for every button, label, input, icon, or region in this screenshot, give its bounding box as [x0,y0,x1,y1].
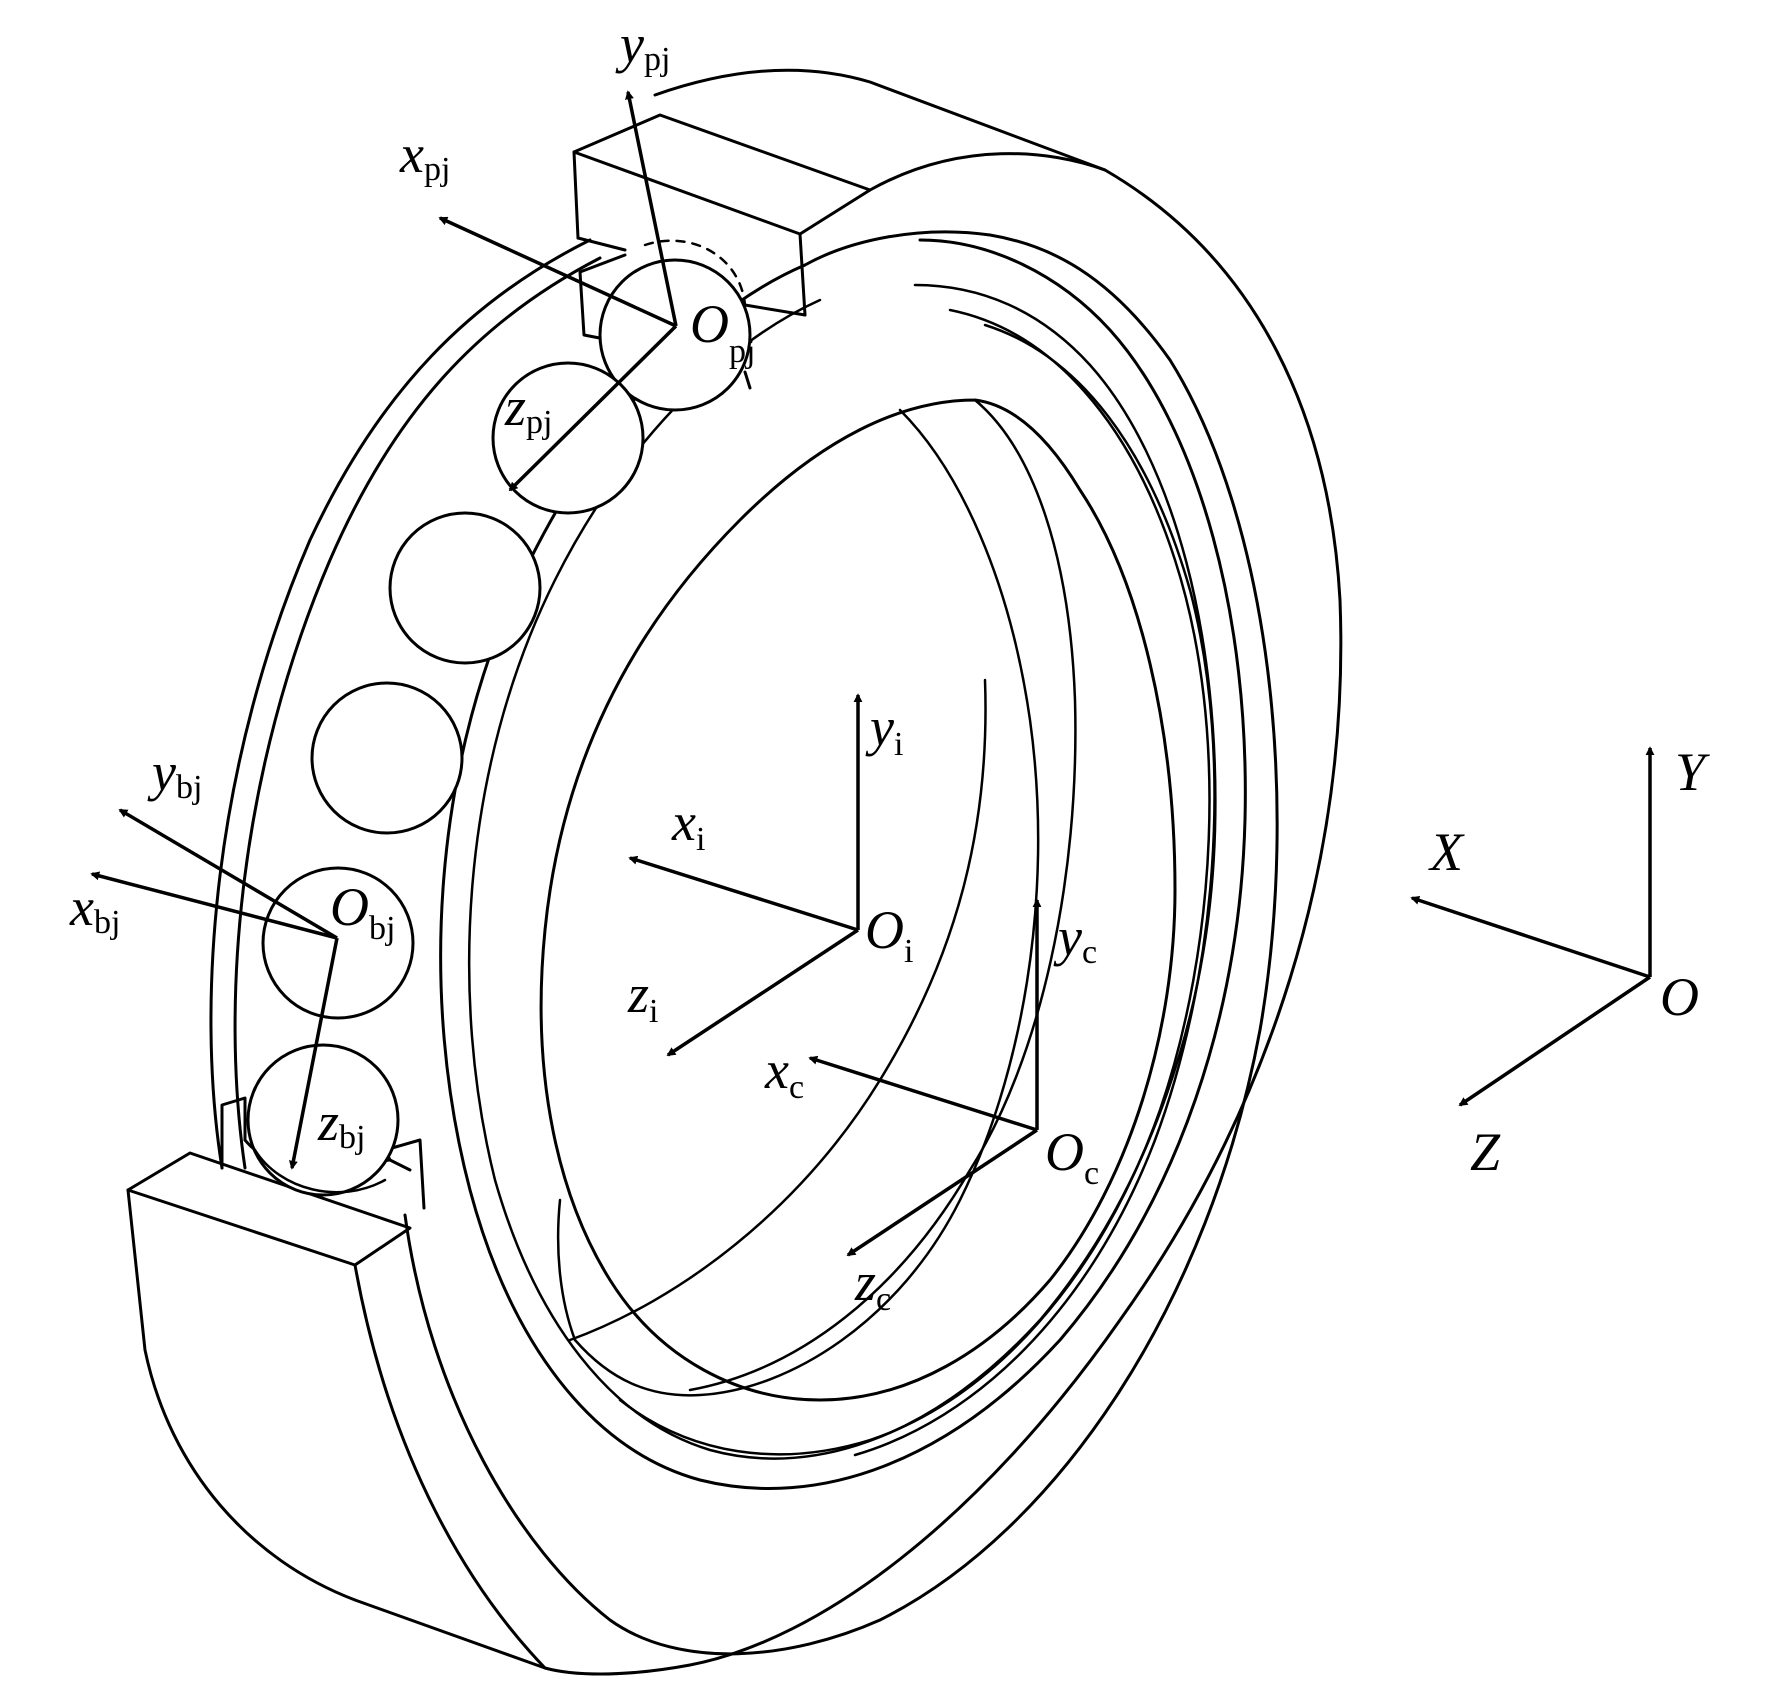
label-Y: Y [1675,742,1710,802]
label-yc: yc [1053,907,1097,971]
axis-zpj-arrow [508,324,678,492]
labels: ypj xpj Opj zpj ybj xbj Obj zbj yi xi Oi… [69,14,1710,1318]
label-zbj: zbj [317,1092,365,1156]
label-ybj: ybj [147,742,202,806]
label-xbj: xbj [69,877,120,941]
axis-xi-arrow [628,855,859,932]
label-zc: zc [854,1252,891,1318]
label-yi: yi [865,697,903,763]
label-Oc: Oc [1045,1122,1099,1192]
axis-xbj-arrow [90,871,338,940]
label-Obj: Obj [330,877,395,947]
rolling-balls [246,239,752,1197]
axis-X-arrow [1410,895,1651,979]
axis-zbj-arrow [288,937,339,1170]
label-xc: xc [764,1040,804,1106]
axis-xpj-arrow [438,216,677,328]
axis-xc-arrow [808,1055,1038,1132]
ball-4 [310,681,464,835]
frame-bj [90,808,339,1170]
label-xi: xi [671,792,705,858]
axis-Z-arrow [1458,975,1651,1107]
frame-global [1410,746,1655,1107]
axis-ypj-arrow [625,90,678,327]
ball-top [598,258,752,412]
label-Z: Z [1470,1122,1501,1182]
ball-bottom [246,1043,400,1197]
label-zi: zi [627,964,658,1030]
label-ypj: ypj [615,14,670,78]
ball-5 [261,866,415,1020]
frame-i [628,693,863,1057]
ball-2 [491,361,645,515]
inner-ring [439,238,1247,1491]
label-Opj: Opj [690,294,755,370]
axis-zc-arrow [846,1128,1038,1257]
label-X: X [1428,822,1465,882]
label-zpj: zpj [504,377,552,441]
ball-3 [388,511,542,665]
frame-c [808,898,1042,1257]
frame-pj [438,90,678,492]
axis-ybj-arrow [118,808,338,940]
label-Oi: Oi [865,900,913,970]
label-xpj: xpj [399,124,450,188]
label-O: O [1660,967,1699,1027]
axis-zi-arrow [666,928,859,1057]
outer-ring [126,68,1343,1676]
